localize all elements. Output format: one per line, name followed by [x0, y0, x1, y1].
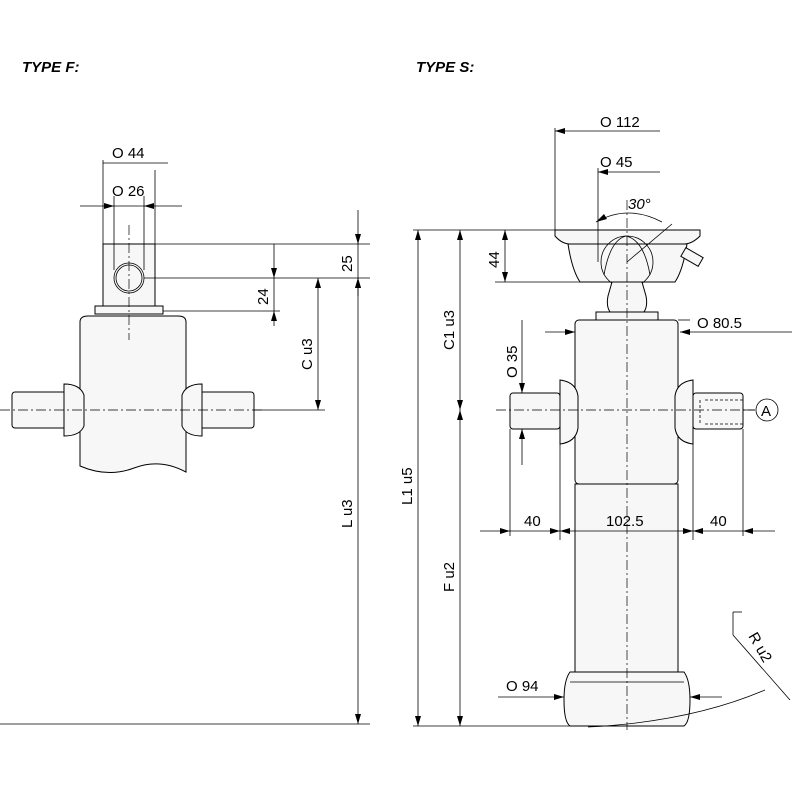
arrowhead — [457, 230, 463, 240]
type-s-left-trunnion — [509, 392, 561, 430]
type-f-dim-25: 25 — [339, 255, 356, 272]
type-s-radius-arc — [587, 689, 766, 728]
arrowhead — [315, 400, 321, 410]
type-f-body — [79, 315, 187, 473]
arrowhead — [271, 311, 277, 321]
arrowhead — [355, 234, 361, 244]
type-s-dim-c1: C1 u3 — [441, 310, 458, 350]
arrowhead — [502, 230, 508, 240]
type-s-lower-tube — [574, 483, 679, 673]
arrowhead — [560, 528, 570, 534]
type-f-dim-24: 24 — [255, 288, 272, 305]
arrowhead — [144, 203, 154, 209]
arrowhead — [355, 714, 361, 724]
type-s-dim-o80-5: O 80.5 — [697, 315, 742, 332]
arrowhead — [519, 383, 525, 393]
type-f-dim-o44: O 44 — [112, 145, 145, 162]
type-f-dim-o26: O 26 — [112, 183, 145, 200]
arrowhead — [550, 528, 560, 534]
arrowhead — [565, 329, 575, 335]
arrowhead — [596, 214, 607, 222]
type-s-dim-l1: L1 u5 — [399, 467, 416, 505]
type-s-dim-102-5: 102.5 — [606, 513, 644, 530]
arrowhead — [743, 528, 753, 534]
type-s-dim-40-left: 40 — [524, 513, 541, 530]
radius-leader — [732, 634, 791, 701]
type-s-socket — [567, 243, 688, 283]
arrowhead — [554, 694, 564, 700]
arrowhead — [500, 528, 510, 534]
arrowhead — [457, 400, 463, 410]
type-s-dim-o35: O 35 — [504, 345, 521, 378]
arrowhead — [690, 694, 700, 700]
type-s-dimensions: O 112 O 45 30° 44 C1 u3 F u2 L1 — [399, 114, 792, 727]
type-s-dim-o112: O 112 — [600, 114, 640, 131]
arrowhead — [104, 203, 114, 209]
type-s-angle-line — [626, 223, 673, 263]
type-f-dim-l: L u3 — [339, 499, 356, 528]
type-s-dim-f: F u2 — [441, 562, 458, 592]
type-s-grease-nipple — [680, 246, 704, 268]
type-s-dim-r: R u2 — [745, 630, 776, 666]
type-s-ball-arc — [603, 235, 651, 276]
type-f-cylinder — [0, 225, 265, 473]
arrowhead — [693, 528, 703, 534]
type-s-upper-body — [574, 319, 679, 485]
type-s-callout-circle — [755, 398, 779, 422]
arrowhead — [457, 716, 463, 726]
type-s-title: TYPE S: — [416, 59, 474, 76]
arrowhead — [315, 278, 321, 288]
type-f-title: TYPE F: — [22, 59, 80, 76]
arrowhead — [683, 528, 693, 534]
type-s-dim-40-right: 40 — [710, 513, 727, 530]
type-s-dim-o45: O 45 — [600, 154, 633, 171]
type-s-callout-a: A — [761, 403, 771, 420]
type-f-dim-c: C u3 — [299, 338, 316, 370]
type-s-head-flange — [554, 229, 701, 245]
arrowhead — [415, 716, 421, 726]
type-s-cylinder — [496, 200, 766, 730]
arrowhead — [502, 272, 508, 282]
type-s-left-boss — [559, 379, 579, 445]
type-s-dim-44: 44 — [486, 251, 503, 268]
arrowhead — [680, 329, 690, 335]
arrowhead — [415, 230, 421, 240]
type-s-angle-30: 30° — [628, 196, 651, 213]
type-s-right-boss — [674, 379, 694, 445]
type-s-dim-o94: O 94 — [506, 678, 539, 695]
arrowhead — [519, 429, 525, 439]
arrowhead — [271, 268, 277, 278]
type-f-right-boss — [181, 383, 203, 437]
type-f-dimensions: O 44 O 26 24 25 C u3 L u3 — [0, 145, 370, 725]
arrowhead — [598, 169, 608, 175]
arrowhead — [457, 410, 463, 420]
arrowhead — [355, 278, 361, 288]
arrowhead — [555, 128, 565, 134]
